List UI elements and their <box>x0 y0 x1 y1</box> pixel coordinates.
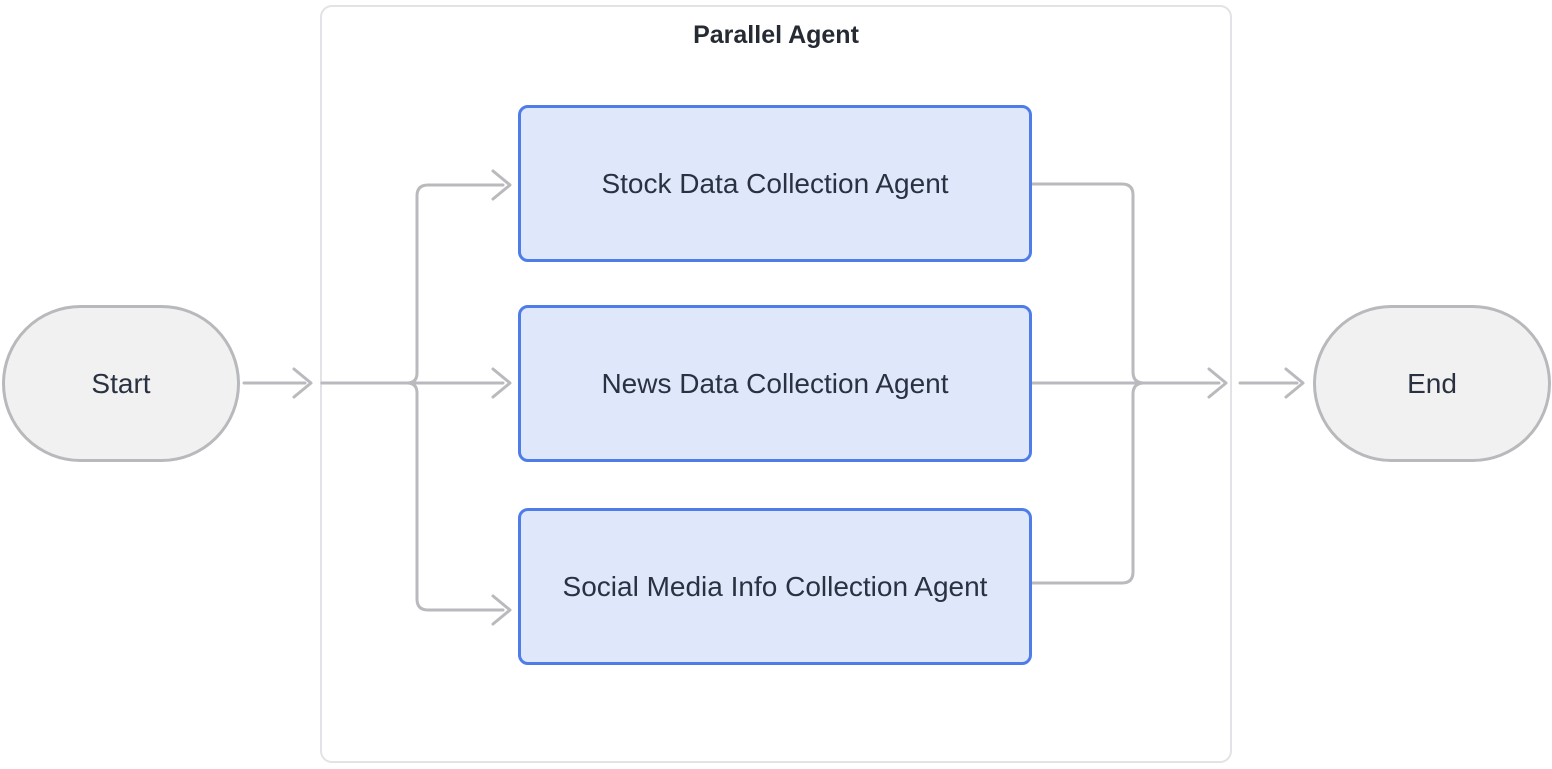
end-node: End <box>1313 305 1551 462</box>
start-node: Start <box>2 305 240 462</box>
social-media-info-collection-agent-node: Social Media Info Collection Agent <box>518 508 1032 665</box>
news-data-collection-agent-label: News Data Collection Agent <box>601 367 949 399</box>
start-node-label: Start <box>91 367 151 399</box>
group-title: Parallel Agent <box>693 21 859 49</box>
stock-data-collection-agent-label: Stock Data Collection Agent <box>601 167 949 199</box>
stock-data-collection-agent-node: Stock Data Collection Agent <box>518 105 1032 262</box>
social-media-info-collection-agent-label: Social Media Info Collection Agent <box>562 570 988 602</box>
news-data-collection-agent-node: News Data Collection Agent <box>518 305 1032 462</box>
end-node-label: End <box>1407 367 1457 399</box>
arrowhead-start-to-group <box>292 367 313 399</box>
arrowhead-group-to-end <box>1284 367 1305 399</box>
